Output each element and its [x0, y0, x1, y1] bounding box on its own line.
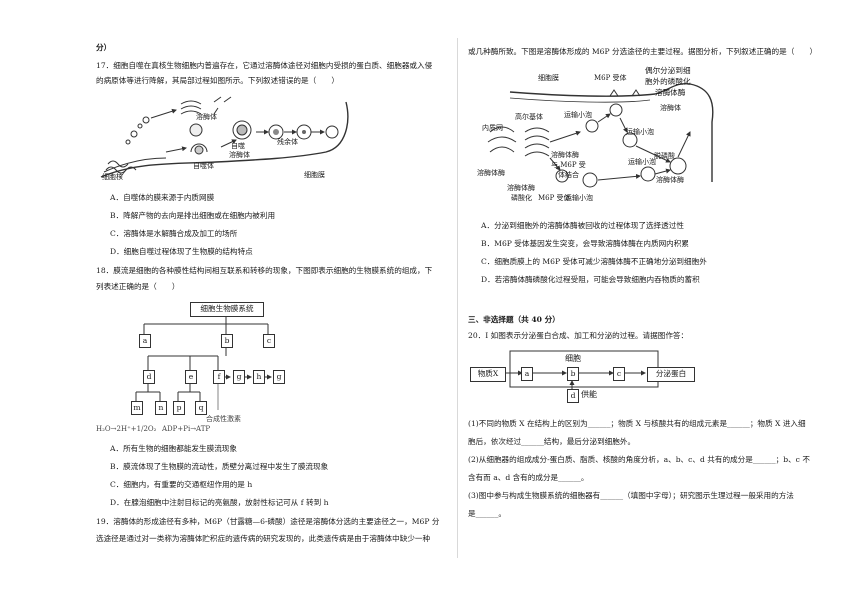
- m6p-label-membrane: 细胞膜: [538, 74, 559, 82]
- q20-sub3-line2: 是______。: [468, 509, 506, 518]
- tree-node-h: h: [253, 370, 265, 384]
- q20-stem: 20．I 如图表示分泌蛋白合成、加工和分泌的过程。请据图作答：: [468, 331, 689, 340]
- m6p-label-er: 内质网: [482, 124, 503, 132]
- m6p-label-receptor-top: M6P 受体: [594, 74, 627, 82]
- q17-autophagy-figure: [100, 96, 349, 179]
- tree-node-b: b: [221, 334, 233, 348]
- flow-node-b: b: [567, 367, 579, 381]
- flow-cell-label: 细胞: [565, 354, 581, 363]
- q18-option-b: B．膜流体现了生物膜的流动性，质壁分离过程中发生了膜流现象: [110, 462, 329, 471]
- m6p-label-combine-3: 体结合: [558, 171, 579, 179]
- q17-option-b: B．降解产物的去向是排出细胞或在细胞内被利用: [110, 211, 276, 220]
- q17-option-d: D．细胞自噬过程体现了生物膜的结构特点: [110, 247, 253, 256]
- flow-secreted-protein: 分泌蛋白: [647, 367, 695, 382]
- q18-membrane-tree-lines: [135, 316, 272, 410]
- m6p-label-enzyme: 溶酶体酶: [477, 169, 505, 177]
- m6p-label-vesicle-1: 运输小泡: [564, 111, 592, 119]
- q19-stem-3: 或几种酶所致。下图是溶酶体形成的 M6P 分选途径的主要过程。据图分析，下列叙述…: [468, 47, 818, 56]
- q19-option-a: A．分泌到细胞外的溶酶体酶被回收的过程体现了选择透过性: [481, 221, 684, 230]
- m6p-label-occasional-3: 溶酶体酶: [655, 88, 686, 97]
- column-divider: [457, 38, 458, 558]
- m6p-label-phos-2: 磷酸化: [511, 194, 532, 202]
- q20-sub1-line2: 胞后，依次经过______结构，最后分泌到细胞外。: [468, 437, 636, 446]
- flow-supply-label: 供能: [581, 390, 597, 399]
- q18-option-d: D．在腺泡细胞中注射目标记的亮氨酸，放射性标记可从 f 转到 h: [110, 498, 329, 507]
- q20-sub3-line1: (3)图中参与构成生物膜系统的细胞器有______（填图中字母）；研究图示生理过…: [468, 491, 794, 500]
- m6p-label-combine-1: 溶酶体酶: [551, 151, 579, 159]
- tree-node-q: q: [195, 401, 207, 415]
- q17-stem-1: 17．细胞自噬在真核生物细胞内普遍存在，它通过溶酶体途径对细胞内受损的蛋白质、细…: [96, 61, 433, 70]
- m6p-label-receptor-bottom: M6P 受体: [538, 194, 571, 202]
- q19-option-b: B．M6P 受体基因发生突变，会导致溶酶体酶在内质网内积累: [481, 239, 689, 248]
- q19-stem-2: 选途径是通过对一类称为溶酶体贮积症的遗传病的研究发现的，此类遗传病是由于溶酶体中…: [96, 534, 431, 543]
- q19-m6p-figure: [487, 82, 714, 188]
- tree-node-m: m: [131, 401, 143, 415]
- m6p-label-occasional-2: 胞外的磷酸化: [645, 77, 691, 86]
- m6p-label-combine-2: 与 M6P 受: [551, 161, 586, 169]
- label-residual-body: 残余体: [277, 138, 298, 146]
- tree-node-g2: g: [273, 370, 285, 384]
- m6p-label-phos-1: 溶酶体酶: [507, 184, 535, 192]
- q18-stem-1: 18．膜流是细胞的各种膜性结构间相互联系和转移的现象，下图即表示细胞的生物膜系统…: [96, 266, 433, 275]
- q19-option-d: D．若溶酶体酶磷酸化过程受阻，可能会导致细胞内吞物质的蓄积: [481, 275, 700, 284]
- label-autolysosome-1: 自噬: [231, 142, 245, 150]
- q20-sub2-line1: (2)从细胞器的组成成分-蛋白质、脂质、核酸的角度分析，a、b、c、d 共有的成…: [468, 455, 810, 464]
- q18-option-a: A．所有生物的细胞都能发生膜流现象: [110, 444, 237, 453]
- m6p-label-vesicle-2: 运输小泡: [626, 128, 654, 136]
- tree-node-g1: g: [233, 370, 245, 384]
- tree-node-e: e: [185, 370, 197, 384]
- flow-node-c: c: [613, 367, 625, 381]
- m6p-label-lysosome: 溶酶体: [660, 104, 681, 112]
- tree-node-p: p: [173, 401, 185, 415]
- m6p-label-dephos: 脱磷酸: [654, 152, 675, 160]
- tree-root: 细胞生物膜系统: [190, 302, 264, 317]
- tree-note-hormone: 合成性激素: [206, 415, 241, 423]
- tree-node-a: a: [139, 334, 151, 348]
- q18-option-c: C．细胞内，有重要的交通枢纽作用的是 h: [110, 480, 253, 489]
- frag-text: 分）: [96, 43, 112, 52]
- m6p-label-lysosome-enzyme: 溶酶体酶: [656, 176, 684, 184]
- m6p-label-golgi: 高尔基体: [515, 113, 543, 121]
- q20-sub2-line2: 含有而 a、d 含有的成分是______。: [468, 473, 589, 482]
- m6p-label-occasional-1: 偶尔分泌到细: [645, 66, 691, 75]
- flow-material-x: 物质X: [470, 367, 506, 382]
- flow-node-d: d: [567, 389, 579, 403]
- tree-node-c: c: [263, 334, 275, 348]
- tree-note-atp: ADP+Pi→ATP: [162, 425, 211, 433]
- q18-stem-2: 列表述正确的是（ ）: [96, 282, 180, 291]
- label-autophagosome: 自噬体: [193, 162, 214, 170]
- flow-node-a: a: [521, 367, 533, 381]
- q17-stem-2: 的病原体等进行降解，其局部过程如图所示。下列叙述错误的是（ ）: [96, 76, 339, 85]
- m6p-label-vesicle-4: 运输小泡: [565, 194, 593, 202]
- q17-option-c: C．溶酶体是水解酶合成及加工的场所: [110, 229, 238, 238]
- tree-node-f: f: [213, 370, 225, 384]
- tree-node-d: d: [143, 370, 155, 384]
- tree-node-n: n: [155, 401, 167, 415]
- section-three-title: 三、非选择题（共 40 分）: [468, 315, 560, 324]
- q20-sub1-line1: (1)不同的物质 X 在结构上的区别为______；物质 X 与核酸共有的组成元…: [468, 419, 806, 428]
- label-cell-membrane: 细胞膜: [304, 171, 325, 179]
- q19-stem-1: 19．溶酶体的形成途径有多种，M6P（甘露糖—6-磷酸）途径是溶酶体分选的主要途…: [96, 517, 440, 526]
- q19-option-c: C．细胞质膜上的 M6P 受体可减少溶酶体酶不正确地分泌到细胞外: [481, 257, 707, 266]
- m6p-label-vesicle-3: 运输小泡: [628, 158, 656, 166]
- q17-option-a: A．自噬体的膜来源于内质网膜: [110, 193, 215, 202]
- tree-note-water: H₂O→2H⁺+1/2O₂: [96, 425, 157, 433]
- label-lysosome: 溶酶体: [196, 113, 217, 121]
- label-er: 细胞核: [102, 173, 123, 181]
- label-autolysosome-2: 溶酶体: [229, 151, 250, 159]
